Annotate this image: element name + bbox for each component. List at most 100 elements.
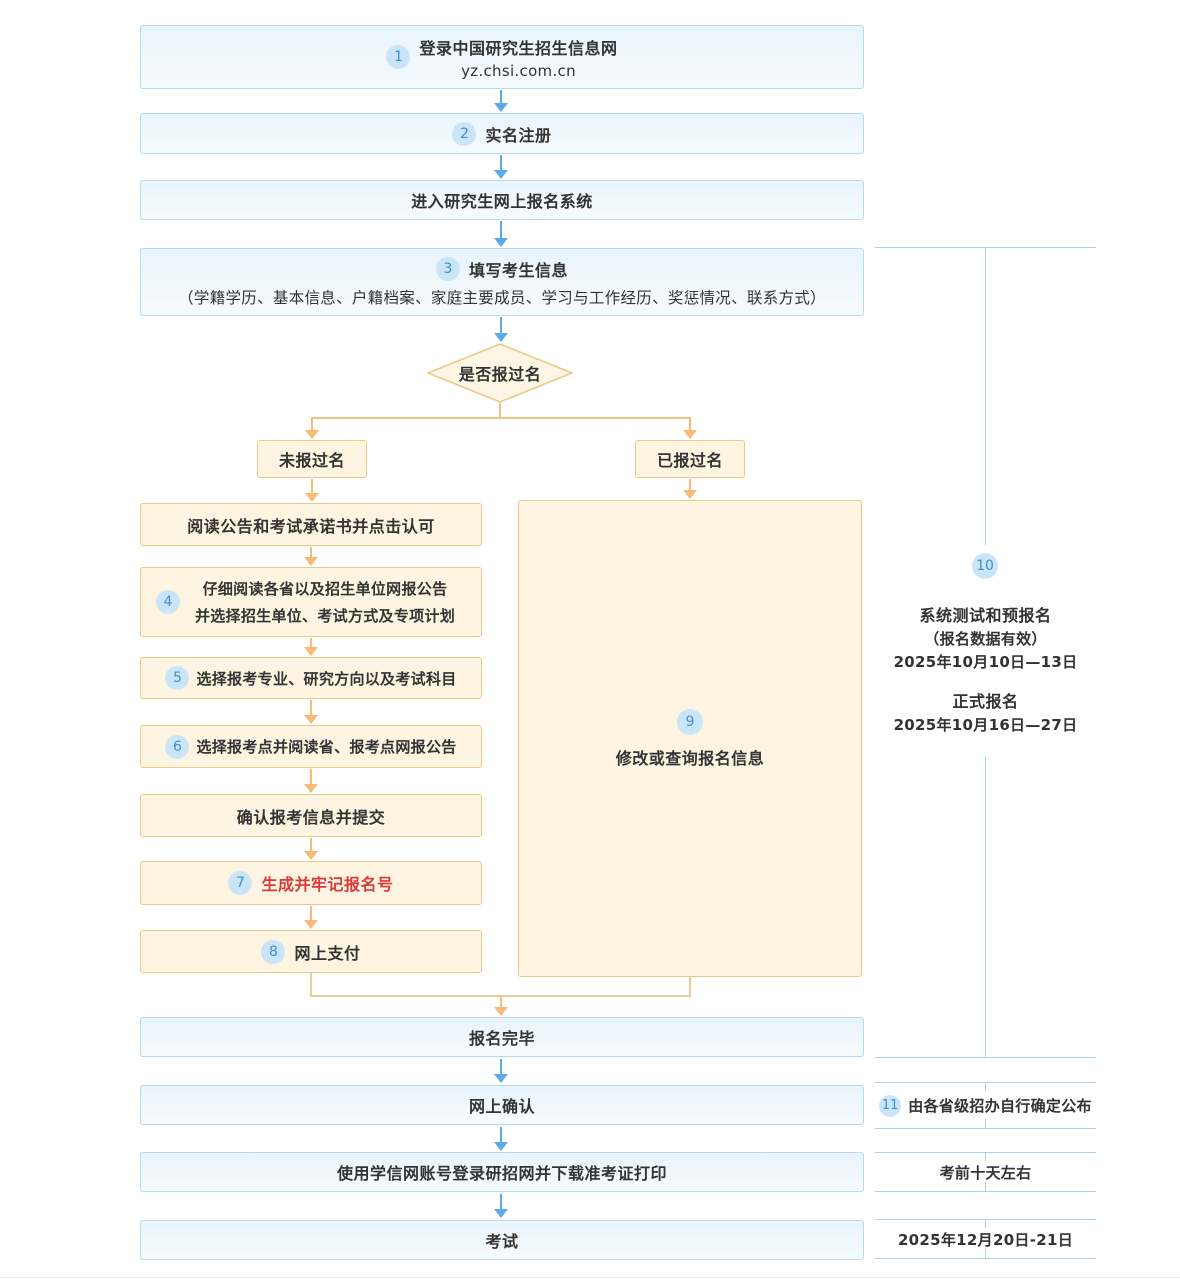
timeline-row-11-label: 由各省级招办自行确定公布	[908, 1097, 1092, 1115]
step8-box: 8 网上支付	[140, 930, 482, 973]
timeline-row-line	[875, 1128, 1096, 1129]
timeline-block-10: 系统测试和预报名 （报名数据有效） 2025年10月10日—13日 正式报名 2…	[875, 604, 1096, 737]
step4-line1: 仔细阅读各省以及招生单位网报公告	[202, 580, 448, 598]
branch-no-label: 未报过名	[278, 451, 345, 470]
timeline-row-exam: 2025年12月20日-21日	[875, 1220, 1096, 1258]
timeline-bracket-line	[875, 1057, 1096, 1058]
step1-box: 1 登录中国研究生招生信息网 yz.chsi.com.cn	[140, 25, 864, 89]
tick-mark	[985, 1219, 986, 1228]
step9-badge: 9	[677, 708, 703, 735]
timeline-badge-11: 11	[879, 1094, 902, 1117]
arrow-down-icon	[493, 317, 509, 342]
decision-label: 是否报过名	[458, 365, 542, 384]
step8-badge: 8	[261, 939, 286, 964]
read-notice-label: 阅读公告和考试承诺书并点击认可	[187, 516, 435, 536]
print-ticket-box: 使用学信网账号登录研招网并下载准考证打印	[140, 1152, 864, 1192]
connector-line	[689, 977, 691, 997]
step7-box: 7 生成并牢记报名号	[140, 861, 482, 905]
step4-badge: 4	[156, 590, 180, 614]
finish-label: 报名完毕	[468, 1029, 535, 1048]
step8-label: 网上支付	[294, 943, 361, 963]
online-confirm-box: 网上确认	[140, 1085, 864, 1125]
arrow-down-icon	[493, 155, 509, 179]
pre-registration-note: （报名数据有效）	[924, 630, 1047, 648]
arrow-down-icon	[303, 547, 319, 566]
step3-badge: 3	[435, 256, 460, 281]
step5-label: 选择报考专业、研究方向以及考试科目	[196, 669, 457, 688]
arrow-down-icon	[493, 1059, 509, 1083]
arrow-down-icon	[682, 418, 698, 439]
decision-diamond: 是否报过名	[427, 343, 573, 403]
step4-box: 4 仔细阅读各省以及招生单位网报公告 并选择招生单位、考试方式及专项计划	[140, 567, 482, 637]
tick-mark	[985, 1182, 986, 1191]
pre-registration-date: 2025年10月10日—13日	[893, 653, 1078, 671]
connector-line	[310, 973, 312, 997]
exam-box: 考试	[140, 1220, 864, 1260]
step6-badge: 6	[165, 734, 190, 759]
step6-box: 6 选择报考点并阅读省、报考点网报公告	[140, 725, 482, 768]
arrow-down-icon	[303, 638, 319, 656]
step9-label: 修改或查询报名信息	[615, 748, 765, 768]
step3-detail: （学籍学历、基本信息、户籍档案、家庭主要成员、学习与工作经历、奖惩情况、联系方式…	[178, 288, 826, 307]
exam-label: 考试	[485, 1232, 519, 1251]
step2-box: 2 实名注册	[140, 113, 864, 154]
step3-box: 3 填写考生信息 （学籍学历、基本信息、户籍档案、家庭主要成员、学习与工作经历、…	[140, 248, 864, 316]
timeline-row-exam-label: 2025年12月20日-21日	[897, 1230, 1074, 1249]
step2-badge: 2	[452, 121, 477, 146]
arrow-down-icon	[304, 418, 320, 439]
branch-yes-label: 已报过名	[656, 451, 723, 470]
timeline-bracket-line	[985, 247, 986, 545]
timeline-row-line	[875, 1191, 1096, 1192]
step7-badge: 7	[228, 871, 253, 895]
tick-mark	[985, 1082, 986, 1091]
timeline-bracket-line	[985, 757, 986, 1057]
tick-mark	[985, 1249, 986, 1258]
step1-title: 登录中国研究生招生信息网	[419, 38, 618, 58]
connector-line	[499, 403, 501, 418]
timeline-row-line	[875, 1258, 1096, 1259]
enter-system-label: 进入研究生网上报名系统	[411, 192, 593, 211]
arrow-down-icon	[303, 838, 319, 860]
arrow-down-icon	[493, 90, 509, 112]
arrow-down-icon	[493, 997, 509, 1016]
step3-title: 填写考生信息	[468, 260, 568, 280]
step1-badge: 1	[386, 45, 411, 69]
arrow-down-icon	[682, 479, 698, 499]
print-ticket-label: 使用学信网账号登录研招网并下载准考证打印	[336, 1164, 667, 1183]
branch-no-box: 未报过名	[257, 440, 367, 478]
tick-mark	[985, 1152, 986, 1161]
arrow-down-icon	[303, 769, 319, 793]
timeline-row-ticket: 考前十天左右	[875, 1153, 1096, 1191]
arrow-down-icon	[493, 1194, 509, 1218]
page-bottom-divider	[0, 1277, 1180, 1278]
arrow-down-icon	[303, 906, 319, 929]
branch-yes-box: 已报过名	[635, 440, 745, 478]
step1-url: yz.chsi.com.cn	[461, 61, 576, 80]
step6-label: 选择报考点并阅读省、报考点网报公告	[196, 738, 457, 756]
online-confirm-label: 网上确认	[468, 1097, 535, 1116]
arrow-down-icon	[493, 1127, 509, 1151]
step2-label: 实名注册	[485, 125, 552, 145]
step9-box: 9 修改或查询报名信息	[518, 500, 862, 977]
arrow-down-icon	[493, 221, 509, 247]
step5-badge: 5	[165, 666, 190, 690]
timeline-row-ticket-label: 考前十天左右	[939, 1163, 1032, 1182]
timeline-row-11: 11 由各省级招办自行确定公布	[875, 1083, 1096, 1128]
diamond-shape-icon	[427, 343, 573, 403]
formal-registration-title: 正式报名	[952, 692, 1019, 711]
connector-line	[310, 995, 691, 997]
arrow-down-icon	[304, 479, 320, 502]
formal-registration-date: 2025年10月16日—27日	[893, 716, 1078, 734]
tick-mark	[985, 1119, 986, 1128]
confirm-submit-box: 确认报考信息并提交	[140, 794, 482, 837]
pre-registration-title: 系统测试和预报名	[919, 606, 1052, 625]
step5-box: 5 选择报考专业、研究方向以及考试科目	[140, 657, 482, 699]
read-notice-box: 阅读公告和考试承诺书并点击认可	[140, 503, 482, 546]
arrow-down-icon	[303, 700, 319, 724]
timeline-badge-10: 10	[972, 553, 998, 579]
confirm-submit-label: 确认报考信息并提交	[236, 807, 386, 827]
connector-line	[311, 417, 691, 419]
finish-box: 报名完毕	[140, 1017, 864, 1057]
step7-label: 生成并牢记报名号	[261, 875, 394, 894]
